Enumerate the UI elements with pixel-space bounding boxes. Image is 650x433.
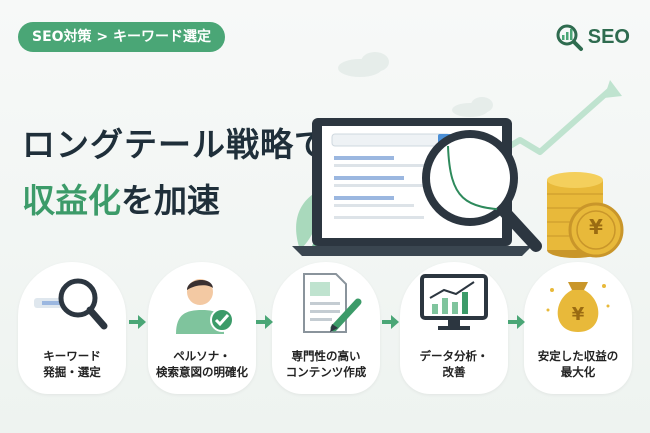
document-pencil-icon: [303, 273, 362, 333]
headline-line1: ロングテール戦略で: [22, 125, 328, 164]
laptop-search-illustration: [292, 80, 624, 258]
headline-line2: 収益化を加速: [22, 174, 328, 222]
step-persona: ペルソナ・検索意図の明確化: [148, 262, 256, 394]
category-badge: SEO対策 > キーワード選定: [18, 22, 226, 52]
yen-coin-symbol: ¥: [589, 215, 603, 239]
headline-rest: を加速: [121, 181, 220, 220]
svg-text:¥: ¥: [572, 304, 585, 325]
arrow-right-icon: [508, 315, 525, 329]
arrow-right-icon: [129, 315, 146, 329]
headline: ロングテール戦略で 収益化を加速: [22, 118, 328, 222]
step-keyword: キーワード発掘・選定: [18, 262, 126, 394]
monitor-chart-icon: [420, 274, 488, 330]
step-revenue: ¥ 安定した収益の最大化: [524, 262, 632, 394]
step-label: 安定した収益の最大化: [537, 349, 619, 379]
arrow-right-icon: [256, 315, 273, 329]
step-label: 専門性の高いコンテンツ作成: [285, 349, 367, 379]
money-bag-icon: ¥: [546, 282, 610, 332]
process-steps: キーワード発掘・選定 ペルソナ・検索意図の明確化 専門性の高: [0, 262, 650, 412]
logo-text: SEO: [587, 25, 630, 48]
seo-logo: SEO: [554, 22, 630, 52]
magnifier-search-icon: [34, 278, 108, 330]
magnifier-chart-icon: [556, 24, 583, 51]
step-label: キーワード発掘・選定: [43, 349, 101, 379]
persona-check-icon: [176, 279, 234, 334]
arrow-right-icon: [382, 315, 399, 329]
step-label: ペルソナ・検索意図の明確化: [156, 349, 248, 379]
step-analysis: データ分析・改善: [400, 262, 508, 394]
step-content: 専門性の高いコンテンツ作成: [272, 262, 380, 394]
step-label: データ分析・改善: [419, 349, 489, 379]
headline-accent: 収益化: [22, 181, 121, 220]
